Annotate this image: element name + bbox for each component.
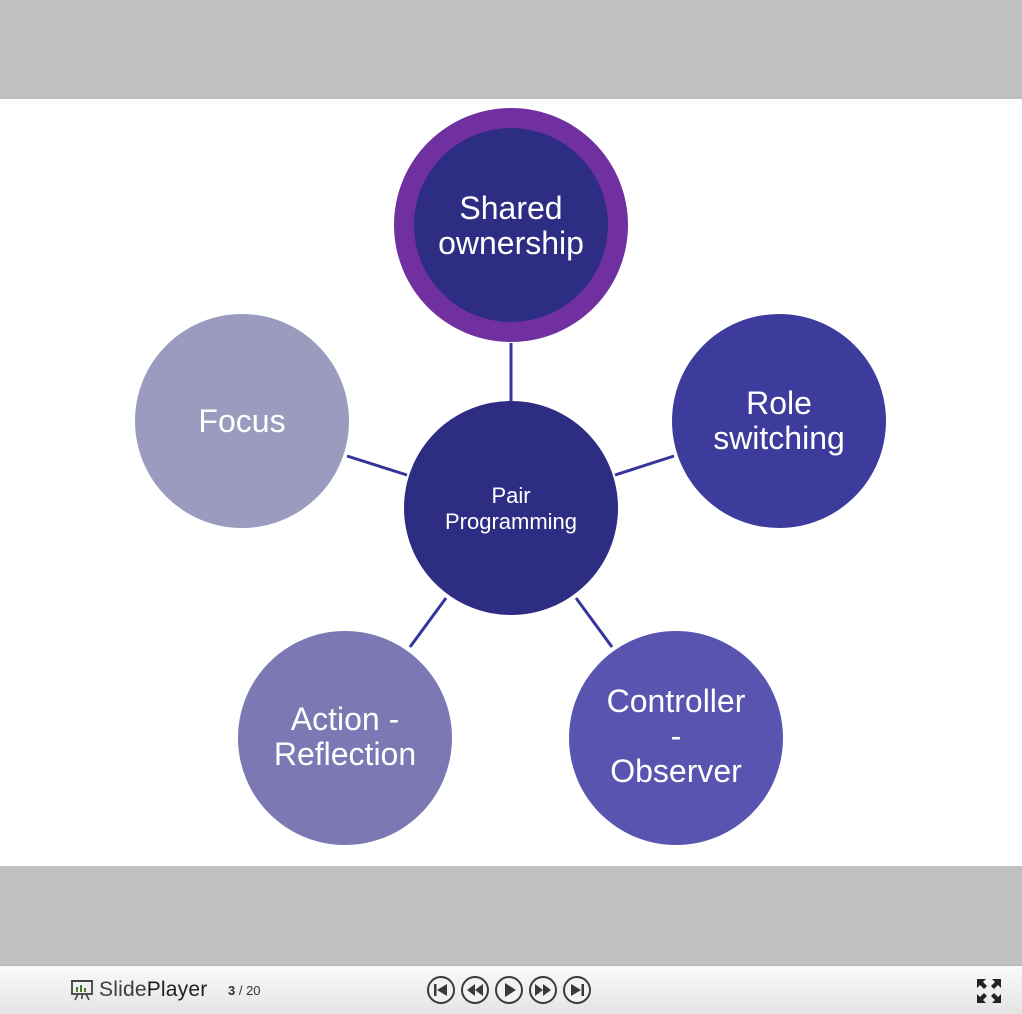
slide-counter: 3 / 20 [228, 983, 261, 998]
play-icon[interactable] [494, 975, 524, 1005]
slide: Shared ownership Role switching Controll… [0, 99, 1022, 866]
first-slide-icon[interactable] [426, 975, 456, 1005]
node-circle [404, 401, 618, 615]
node-circle [569, 631, 783, 845]
connector-bottom-left [408, 597, 448, 648]
node-label-line: switching [713, 420, 845, 456]
node-pair-programming: Pair Programming [404, 401, 618, 615]
connector-bottom-right [574, 597, 614, 648]
node-label-line: Controller [607, 683, 746, 719]
connector-right [614, 454, 675, 477]
player-controls: SlidePlayer 3 / 20 [0, 965, 1022, 1014]
node-label-line: Focus [198, 403, 285, 439]
pair-programming-diagram: Shared ownership Role switching Controll… [135, 108, 886, 845]
fullscreen-icon[interactable] [975, 977, 1003, 1005]
navigation-buttons [426, 975, 592, 1005]
connector-left [346, 454, 408, 477]
node-label-line: - [671, 718, 682, 754]
node-label-line: Role [746, 385, 812, 421]
brand-name-part1: Slide [99, 978, 147, 1001]
node-controller-observer: Controller - Observer [569, 631, 783, 845]
current-slide-number: 3 [228, 983, 236, 998]
node-circle [238, 631, 452, 845]
previous-slide-icon[interactable] [460, 975, 490, 1005]
node-role-switching: Role switching [672, 314, 886, 528]
brand-name: SlidePlayer [99, 978, 207, 1002]
node-label-line: Reflection [274, 736, 416, 772]
node-label-line: Observer [610, 753, 742, 789]
node-shared-ownership: Shared ownership [394, 108, 628, 342]
node-circle [414, 128, 608, 322]
node-label-line: Programming [445, 509, 577, 534]
node-circle [672, 314, 886, 528]
presentation-icon [71, 980, 93, 1001]
slide-viewer: Shared ownership Role switching Controll… [0, 99, 1022, 866]
node-label-line: Shared [459, 190, 562, 226]
node-action-reflection: Action - Reflection [238, 631, 452, 845]
slide-counter-separator: / [235, 983, 247, 998]
node-circle [135, 314, 349, 528]
slideplayer-logo[interactable]: SlidePlayer [70, 977, 207, 1003]
node-label-line: ownership [438, 225, 584, 261]
next-slide-icon[interactable] [528, 975, 558, 1005]
total-slides-number: 20 [246, 983, 261, 998]
brand-name-part2: Player [146, 978, 208, 1001]
node-label-line: Action - [291, 701, 399, 737]
last-slide-icon[interactable] [562, 975, 592, 1005]
node-label-line: Pair [491, 483, 530, 508]
node-focus: Focus [135, 314, 349, 528]
